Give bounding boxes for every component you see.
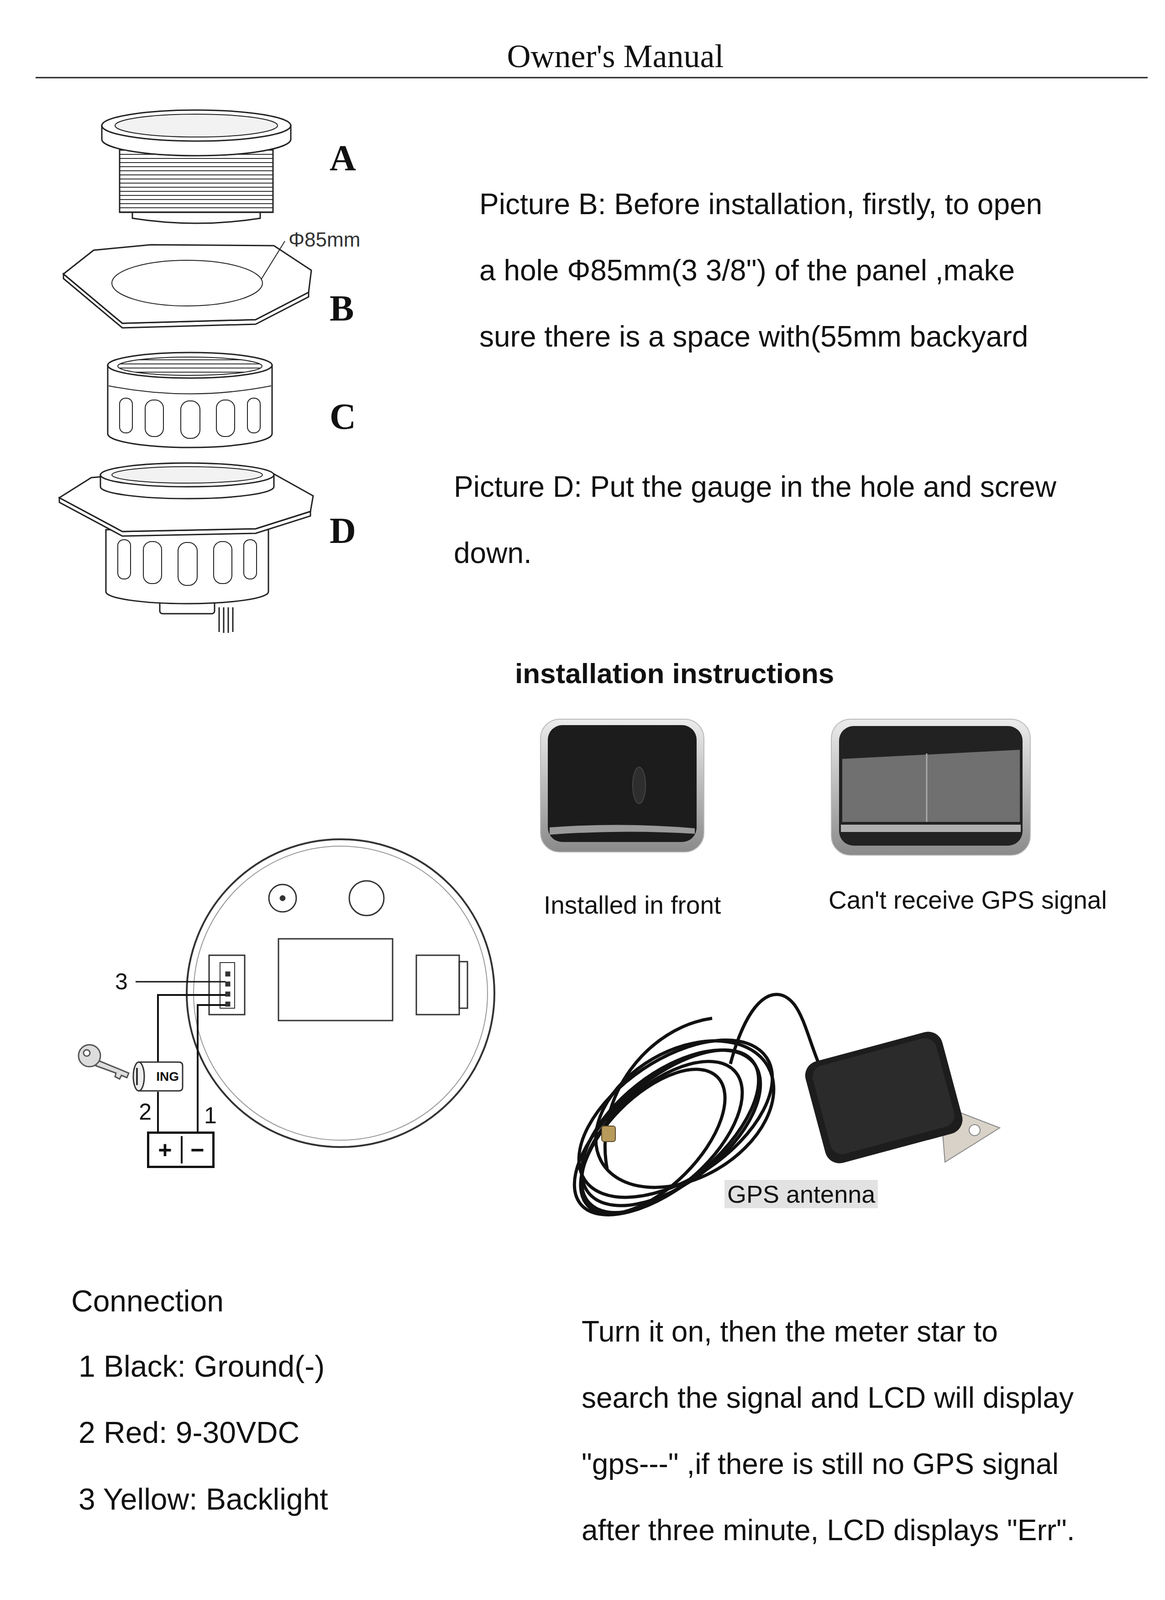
photo-frame (540, 718, 704, 852)
nut-slot (119, 398, 133, 433)
nut-slot (216, 399, 235, 437)
antenna-logo (632, 766, 646, 804)
switch-body (138, 1061, 183, 1091)
section-heading: installation instructions (514, 656, 835, 690)
nut-slot (180, 400, 200, 439)
key-hole (83, 1049, 90, 1056)
gauge-glass (115, 114, 278, 137)
circuit-board (278, 938, 393, 1021)
nut-slot (143, 541, 162, 584)
panel-hole (111, 260, 263, 306)
mount-dot (279, 895, 286, 901)
instruction-text: Picture D: Put the gauge in the hole and… (453, 453, 1093, 587)
mount-hole (268, 884, 297, 912)
connector-pin (225, 971, 231, 977)
gauge-outline (186, 839, 495, 1147)
page-title: Owner's Manual (67, 37, 1164, 75)
terminal-sign: − (180, 1135, 213, 1164)
terminal-sign: + (149, 1135, 181, 1164)
connector-pin (225, 981, 231, 987)
antenna-port (349, 880, 384, 916)
gauge-bezel (100, 462, 274, 487)
part-letter: A (329, 137, 357, 179)
wiring (135, 981, 226, 1133)
dimension-leader (261, 241, 285, 280)
switch-face (133, 1061, 145, 1091)
antenna-face (809, 1035, 957, 1157)
ignition-key (78, 1044, 129, 1079)
nut-slot (145, 399, 164, 437)
instruction-text: Turn it on, then the meter star to searc… (581, 1298, 1091, 1564)
leader-line (135, 981, 226, 983)
part-letter: B (329, 287, 354, 329)
glass-seam (926, 753, 928, 822)
battery-symbol: +− (146, 1131, 215, 1168)
nut-slot (117, 539, 131, 579)
photo-no-signal (831, 718, 1031, 856)
dimension-label: Φ85mm (288, 228, 361, 252)
panel-face (63, 244, 312, 324)
nut-inner-thread (117, 356, 263, 376)
gauge-back-view (186, 839, 495, 1147)
light-module (416, 955, 460, 1015)
nut-body (105, 529, 269, 604)
callout-number: 2 (138, 1098, 152, 1125)
nut-slot (243, 539, 257, 579)
header-rule (35, 77, 1148, 79)
wire-legend-item: 2 Red: 9-30VDC (78, 1414, 300, 1450)
part-letter: C (329, 395, 357, 437)
panel-illustration (63, 241, 312, 328)
gauge-rim (193, 845, 488, 1140)
reflection (549, 824, 695, 835)
antenna-top (839, 725, 1023, 846)
callout-number: 3 (115, 968, 128, 995)
callout-number: 1 (204, 1102, 217, 1129)
wire (157, 1091, 159, 1132)
wire-legend-item: 3 Yellow: Backlight (78, 1481, 329, 1517)
antenna-housing (802, 1028, 966, 1166)
part-label: GPS antenna (724, 1179, 878, 1208)
cable-connector (601, 1125, 616, 1142)
ground-wire (197, 1004, 226, 1133)
photo-caption: Can't receive GPS signal (828, 885, 1108, 915)
antenna-top (547, 724, 697, 842)
instruction-text: Picture B: Before installation, firstly,… (479, 171, 1057, 370)
gauge-illustration (101, 110, 291, 224)
connector-pin (225, 991, 231, 997)
connector-pin (225, 1001, 231, 1007)
switch-label: ING (156, 1069, 179, 1084)
gauge-bezel (101, 110, 291, 142)
nut-band (108, 385, 272, 394)
assembled-gauge-illustration (59, 462, 314, 633)
part-letter: D (329, 509, 357, 552)
nut-rim (107, 352, 273, 378)
lock-nut-illustration (107, 352, 273, 448)
gauge-glass (111, 466, 263, 483)
glass-cover (842, 749, 1020, 822)
nut-slot (178, 542, 198, 586)
antenna-block (802, 1028, 966, 1166)
section-heading: Connection (71, 1283, 224, 1318)
cable-coil (546, 1019, 786, 1244)
wire-legend-item: 1 Black: Ground(-) (78, 1348, 325, 1384)
cable-strand (604, 1018, 713, 1169)
photo-caption: Installed in front (543, 890, 721, 920)
photo-installed-front (540, 718, 704, 852)
key-head (78, 1044, 101, 1067)
connector-socket (220, 962, 235, 1008)
gauge-wires (219, 607, 233, 633)
nut-slot (247, 398, 261, 433)
key-slot (136, 1067, 138, 1086)
photo-frame (831, 718, 1031, 856)
light-module-tab (459, 961, 468, 1008)
key-blade (95, 1060, 129, 1079)
reflection (840, 824, 1021, 832)
mount-tab-hole (969, 1124, 981, 1136)
ignition-switch: ING (132, 1060, 184, 1092)
nut-slot (213, 541, 232, 584)
